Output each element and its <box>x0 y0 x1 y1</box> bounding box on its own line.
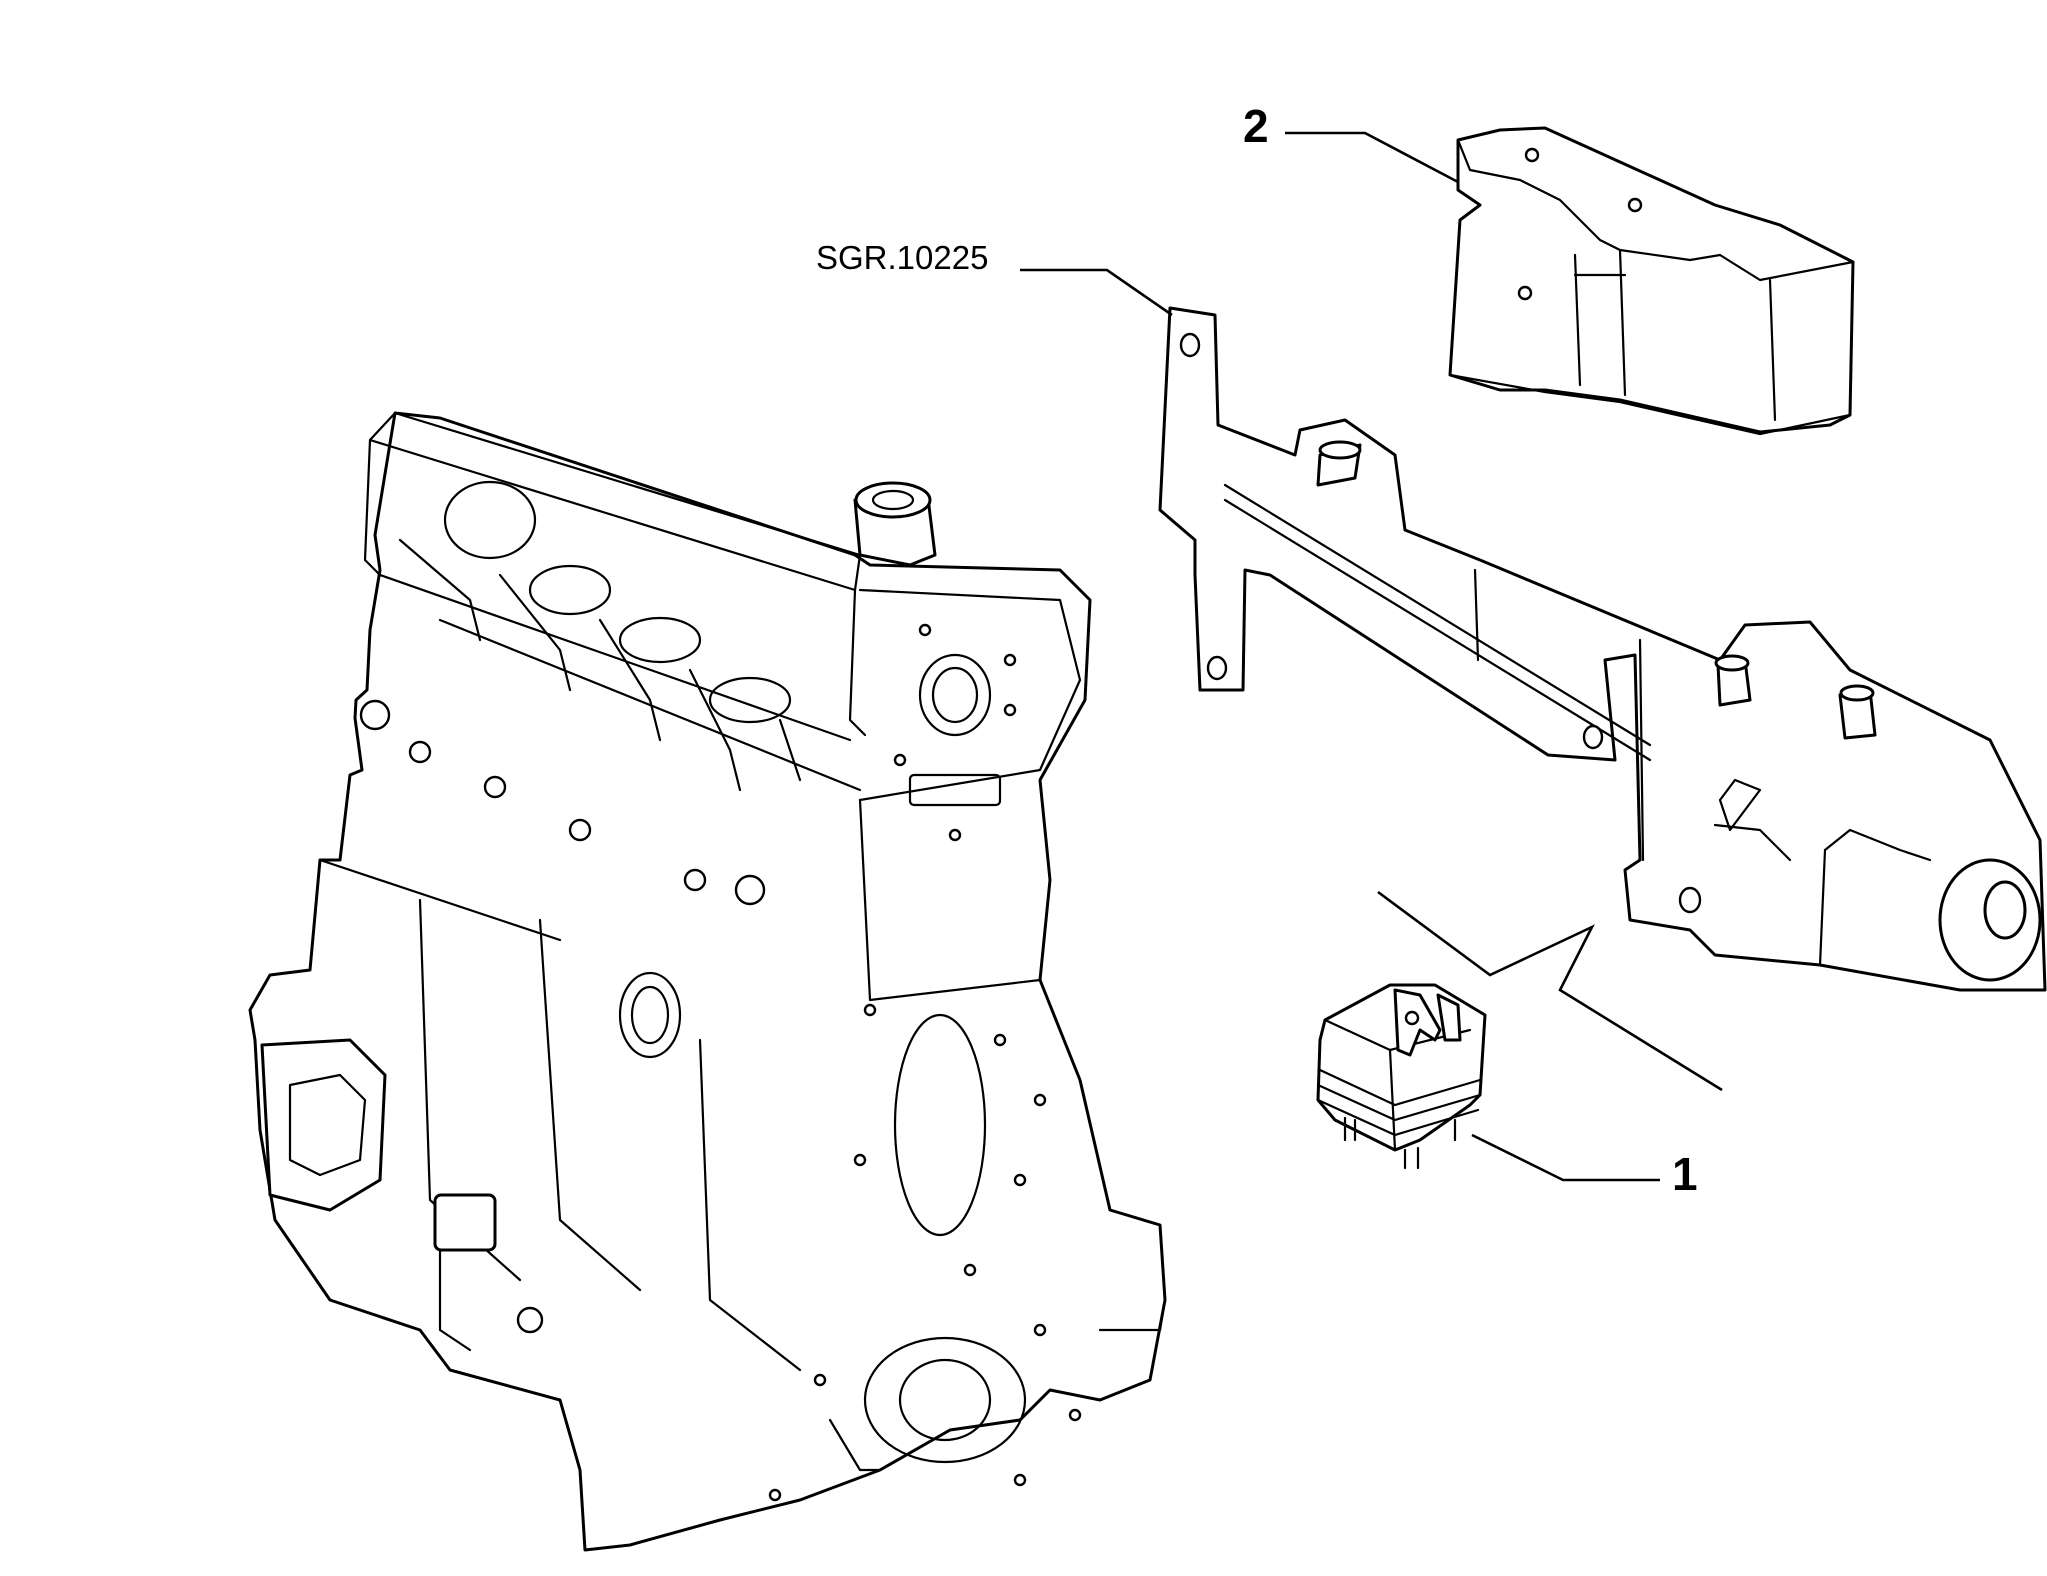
bracket-sgr-10225 <box>1158 306 2047 992</box>
leader-line-part-2 <box>1285 131 1459 184</box>
part-1-engine-mount <box>1316 983 1487 1170</box>
callout-number-2: 2 <box>1243 100 1269 152</box>
callout-number-1: 1 <box>1672 1148 1698 1200</box>
leader-line-sgr-10225 <box>1020 268 1173 317</box>
engine-block <box>248 411 1167 1552</box>
part-2-heat-shield <box>1448 126 1855 436</box>
leader-line-part-1 <box>1471 1133 1660 1182</box>
reference-label-sgr-10225: SGR.10225 <box>816 239 988 276</box>
section-break-line <box>1377 890 1723 1092</box>
